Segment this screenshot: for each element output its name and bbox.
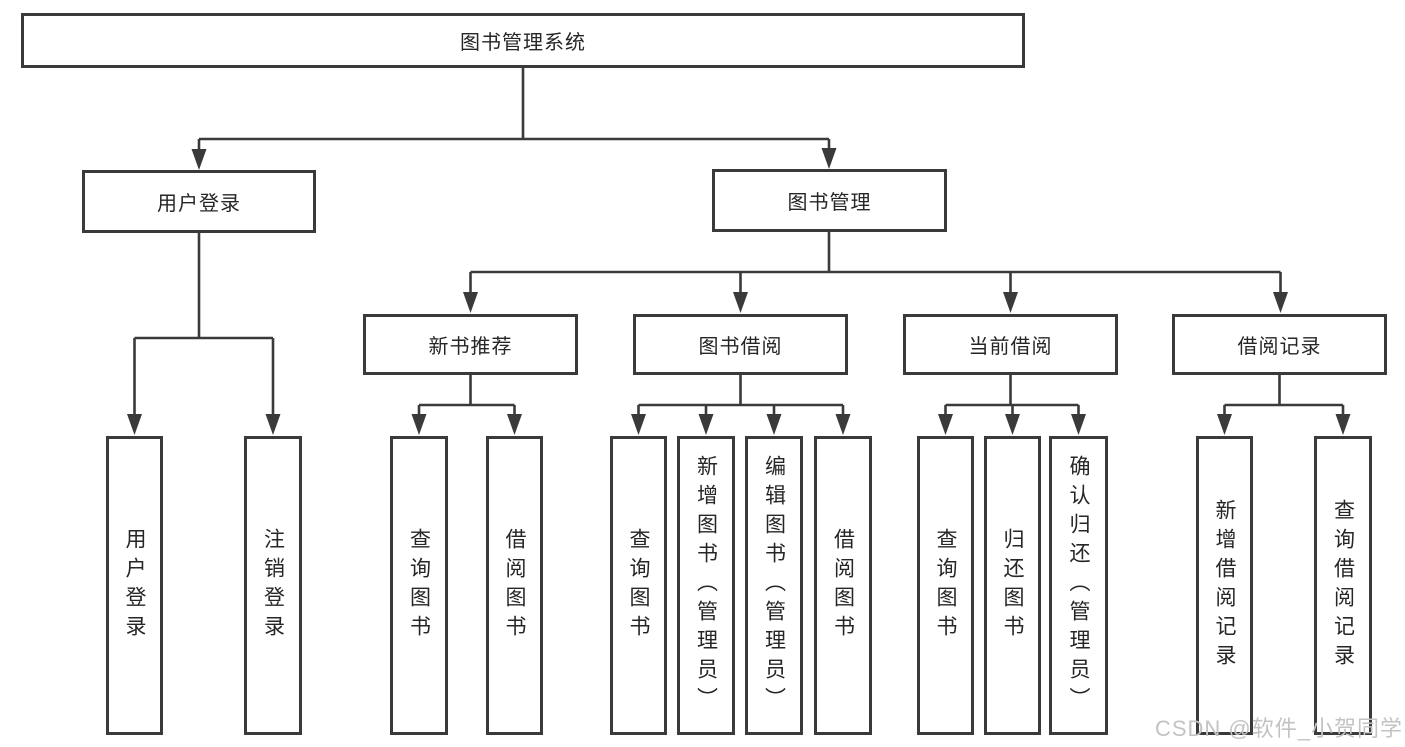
leaf-edit-books-admin: 编辑图书（管理员） (745, 436, 803, 735)
leaf-add-borrow-record: 新增借阅记录 (1196, 436, 1253, 735)
node-library-management-system: 图书管理系统 (21, 13, 1025, 68)
leaf-borrow-books-recommend: 借阅图书 (486, 436, 543, 735)
node-new-book-recommend: 新书推荐 (363, 314, 578, 375)
leaf-query-books-recommend: 查询图书 (390, 436, 448, 735)
node-current-borrow: 当前借阅 (903, 314, 1118, 375)
leaf-query-books-current: 查询图书 (917, 436, 974, 735)
node-book-borrow: 图书借阅 (633, 314, 848, 375)
leaf-logout: 注销登录 (244, 436, 302, 735)
node-borrow-records: 借阅记录 (1172, 314, 1387, 375)
leaf-confirm-return-admin: 确认归还（管理员） (1049, 436, 1108, 735)
node-user-login: 用户登录 (82, 170, 316, 233)
leaf-return-books: 归还图书 (984, 436, 1041, 735)
arrowheads (127, 148, 1351, 435)
node-book-management: 图书管理 (712, 169, 947, 232)
leaf-user-login: 用户登录 (106, 436, 163, 735)
leaf-add-books-admin: 新增图书（管理员） (677, 436, 735, 735)
leaf-query-books-borrow: 查询图书 (610, 436, 667, 735)
leaf-borrow-books: 借阅图书 (814, 436, 872, 735)
leaf-query-borrow-record: 查询借阅记录 (1314, 436, 1372, 735)
csdn-watermark: CSDN @软件_小贺同学 (1154, 716, 1403, 741)
